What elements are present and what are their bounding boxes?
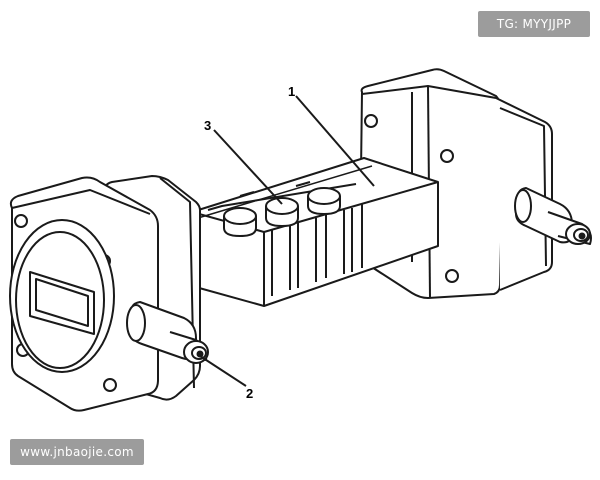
callout-1: 1 — [288, 84, 295, 99]
leader-line-1 — [295, 95, 375, 187]
left-flange — [9, 175, 201, 412]
callout-2: 2 — [246, 386, 253, 401]
leader-line-2 — [199, 355, 247, 387]
leader-lines — [199, 95, 375, 387]
telegram-watermark: TG: MYYJJPP — [478, 11, 590, 37]
right-connector — [514, 187, 592, 245]
callout-3: 3 — [204, 118, 211, 133]
website-watermark: www.jnbaojie.com — [10, 439, 144, 465]
leader-line-3 — [213, 129, 283, 205]
tuning-screws — [223, 187, 341, 237]
